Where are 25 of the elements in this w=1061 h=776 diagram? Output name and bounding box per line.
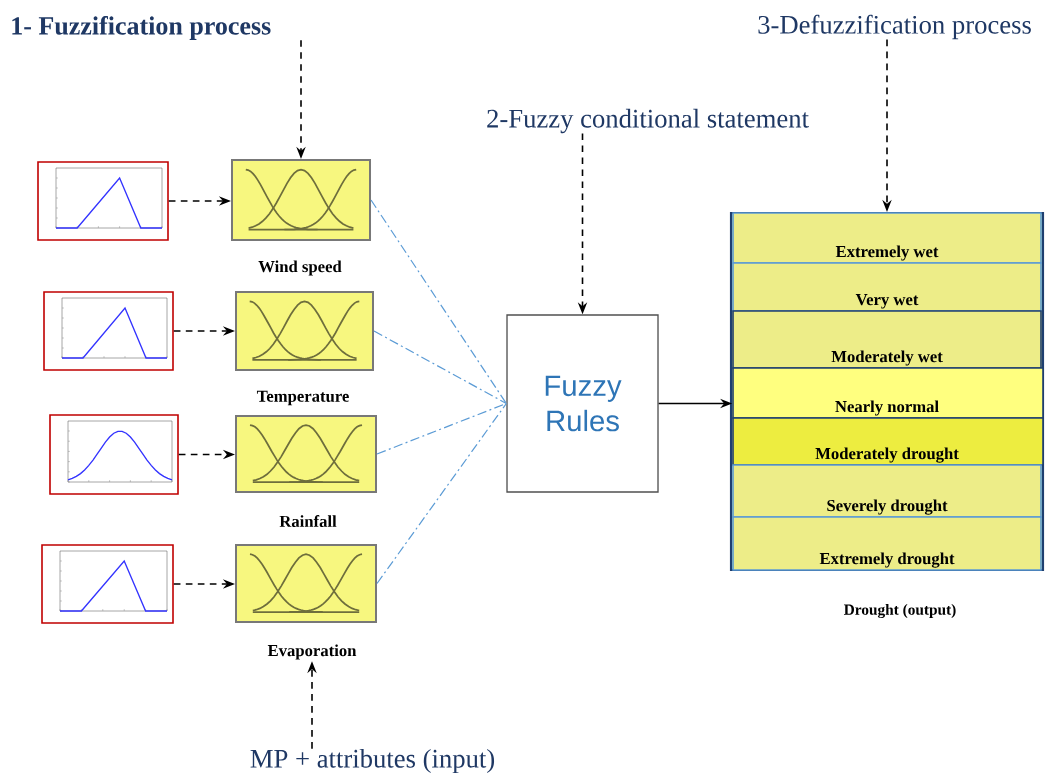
heading-text: 2-Fuzzy conditional statement: [487, 108, 809, 134]
category-band: Extremely drought: [732, 516, 1042, 571]
input-label: Evaporation: [267, 644, 357, 660]
input-label: Temperature: [256, 390, 349, 406]
connector-line: [370, 199, 507, 405]
heading-text: MP + attributes (input): [250, 748, 495, 774]
category-band: Severely drought: [732, 464, 1042, 518]
category-band: Moderately drought: [732, 417, 1044, 466]
category-band: Extremely wet: [732, 212, 1042, 264]
membership-plot-drawing: [41, 544, 174, 624]
heading-text: 1- Fuzzification process: [12, 16, 271, 40]
connector-line: [376, 402, 507, 455]
connector-line: [376, 402, 507, 585]
input-label: Rainfall: [279, 515, 337, 527]
rules-box: Fuzzy Rules: [506, 314, 659, 493]
heading-text: 3-Defuzzification process: [758, 14, 1031, 40]
category-band: Very wet: [732, 262, 1042, 312]
category-band: Moderately wet: [732, 310, 1042, 369]
membership-plot-drawing: [49, 414, 179, 495]
membership-plot-drawing: [37, 161, 169, 241]
membership-plot-drawing: [43, 291, 174, 371]
connector-line: [373, 330, 507, 405]
output-label: Drought (output): [844, 604, 956, 618]
input-label: Wind speed: [258, 260, 342, 276]
category-band: Nearly normal: [732, 367, 1044, 419]
